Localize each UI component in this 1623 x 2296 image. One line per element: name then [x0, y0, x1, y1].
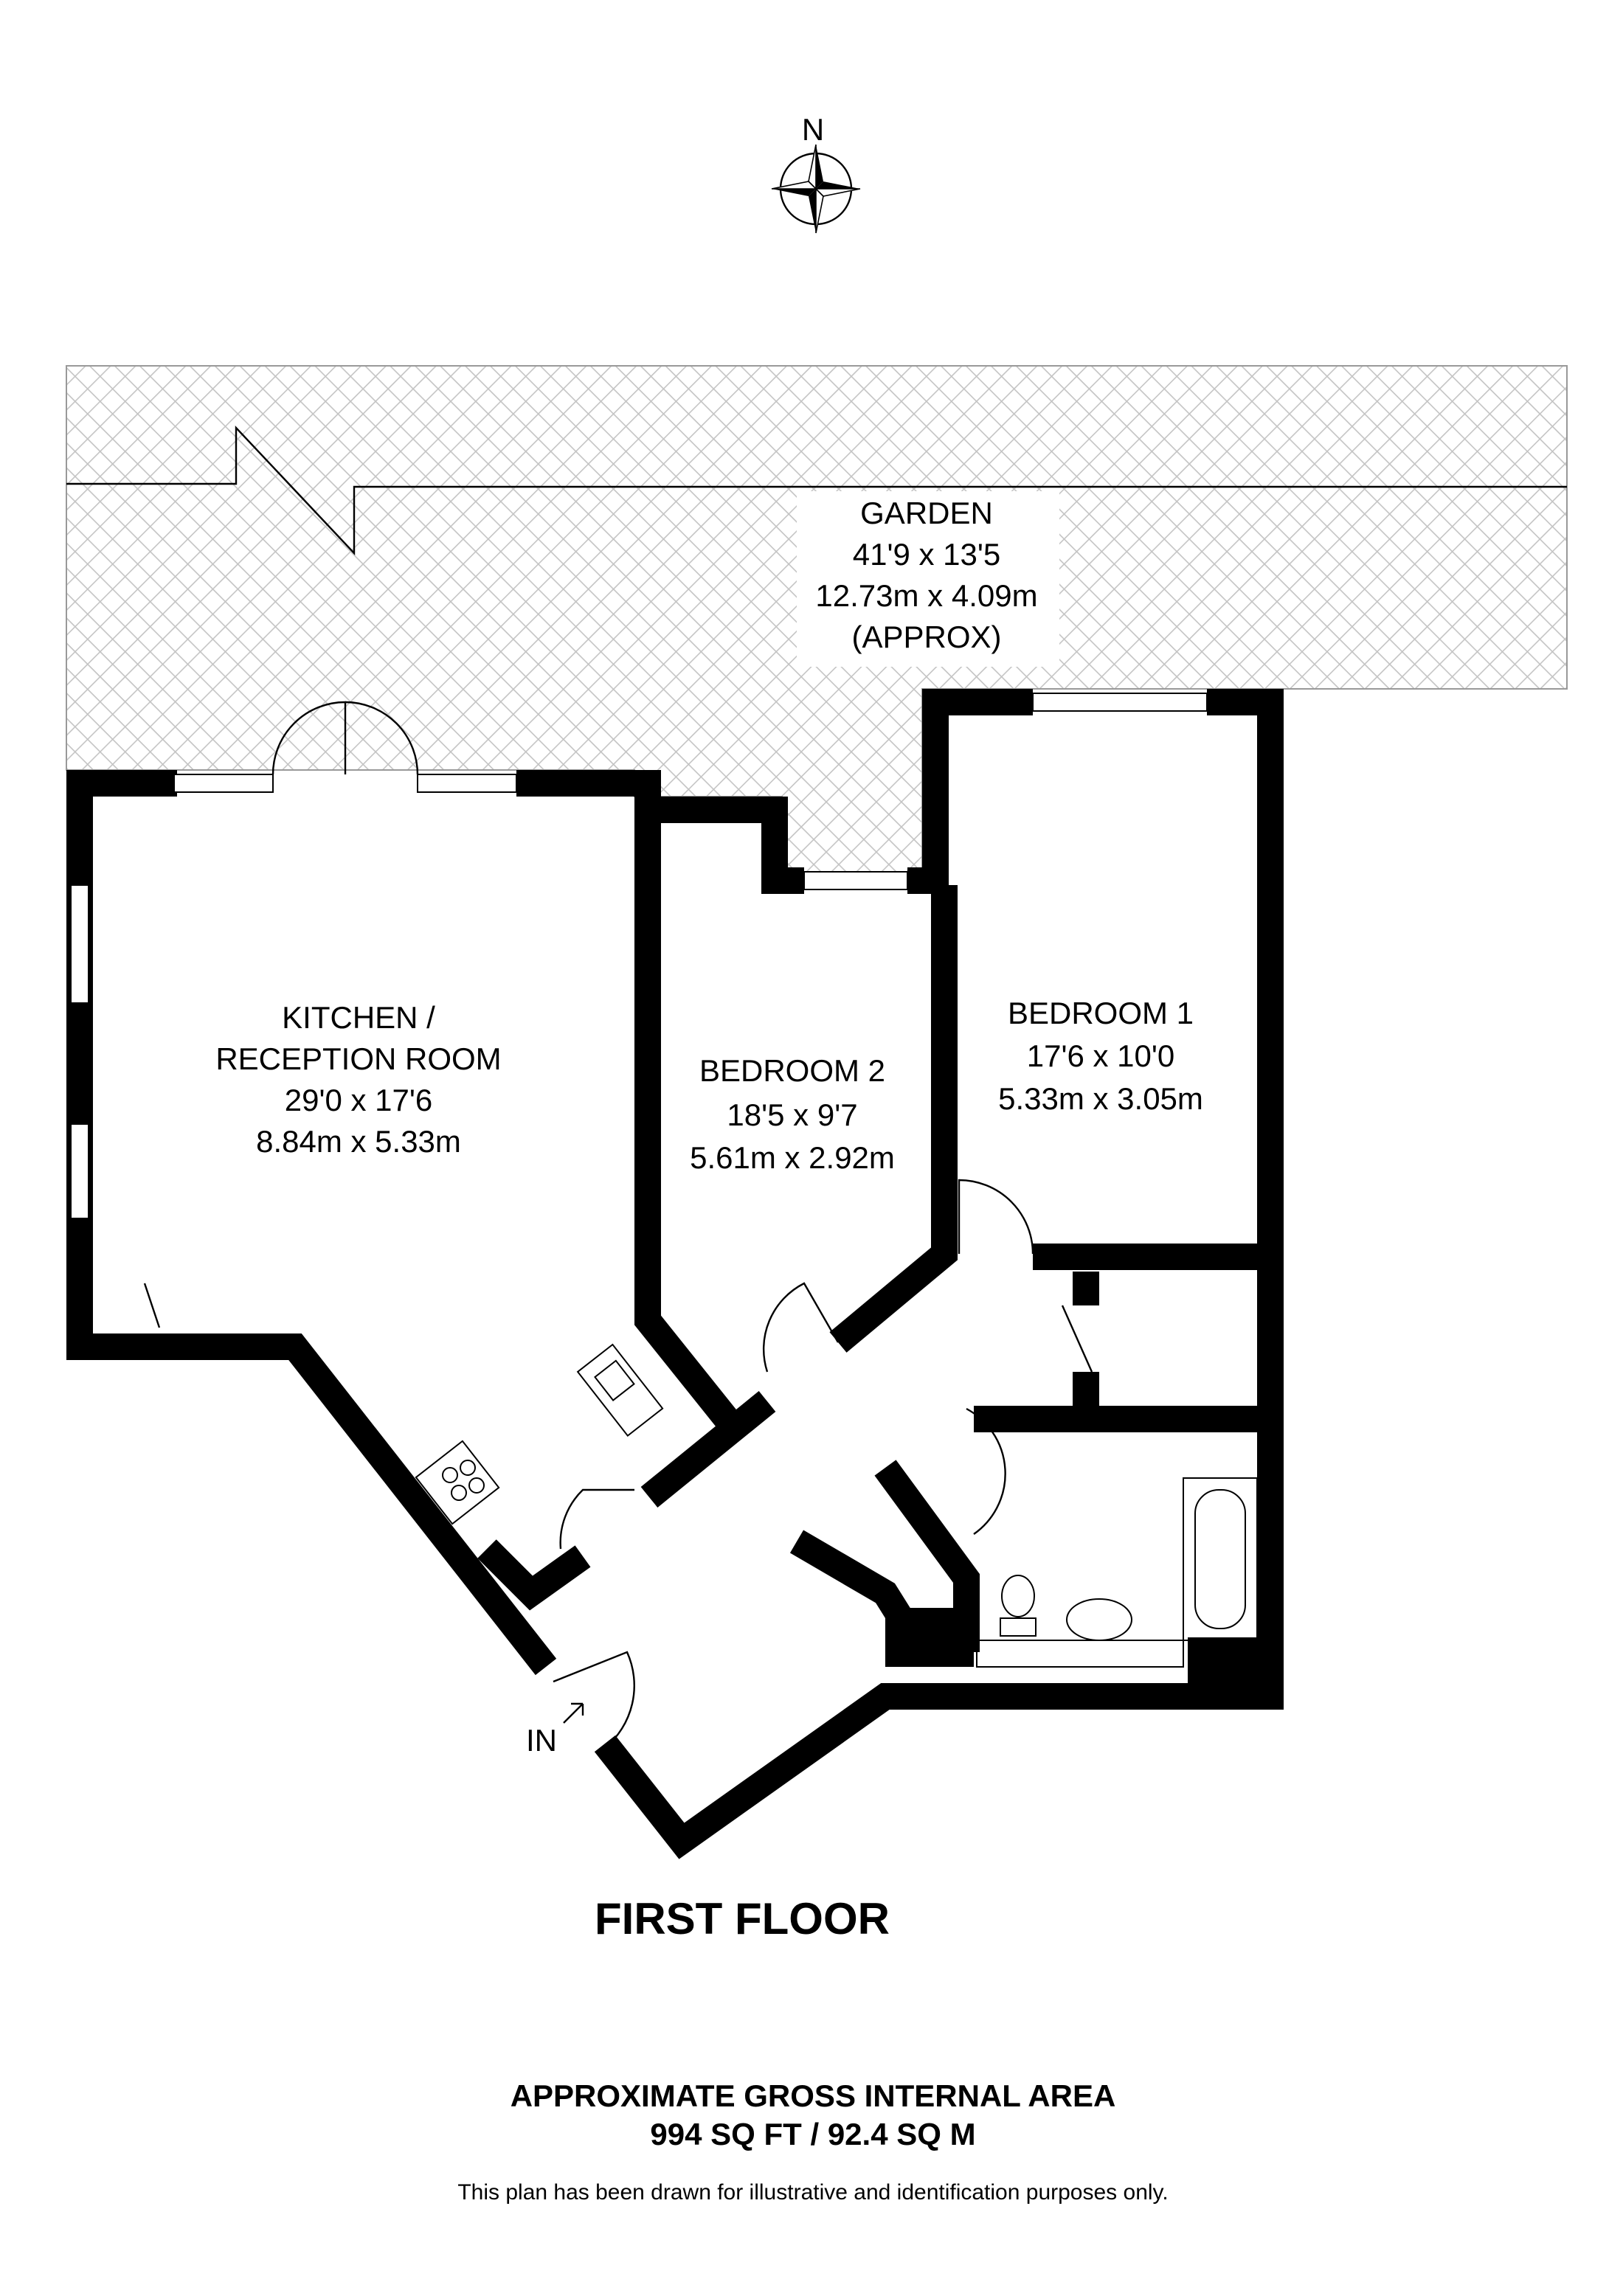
washbasin-icon [976, 1598, 1184, 1668]
kitchen-name-line2: RECEPTION ROOM [215, 1041, 501, 1076]
walls [66, 689, 1284, 1859]
garden-name: GARDEN [860, 496, 993, 530]
kitchen-sink-icon [576, 1343, 664, 1437]
kitchen-name-line1: KITCHEN / [282, 1000, 435, 1035]
bedroom2-name: BEDROOM 2 [699, 1053, 885, 1088]
bedroom1-name: BEDROOM 1 [1008, 996, 1194, 1030]
floor-title: FIRST FLOOR [595, 1894, 890, 1943]
garden-metric: 12.73m x 4.09m [815, 578, 1037, 613]
kitchen-imperial: 29'0 x 17'6 [285, 1083, 433, 1117]
doors [143, 701, 1093, 1749]
garden-area [66, 365, 1568, 886]
garden-imperial: 41'9 x 13'5 [853, 537, 1001, 572]
disclaimer: This plan has been drawn for illustrativ… [457, 2180, 1168, 2205]
area-heading: APPROXIMATE GROSS INTERNAL AREA [511, 2078, 1116, 2113]
bathtub-icon [1183, 1477, 1258, 1641]
bedroom1-imperial: 17'6 x 10'0 [1027, 1038, 1175, 1073]
windows [70, 693, 1208, 1219]
bedroom1-metric: 5.33m x 3.05m [998, 1081, 1203, 1116]
bedroom2-metric: 5.61m x 2.92m [690, 1140, 895, 1175]
kitchen-metric: 8.84m x 5.33m [256, 1124, 461, 1159]
north-label: N [802, 112, 824, 147]
kitchen-hob-icon [415, 1440, 500, 1525]
area-value: 994 SQ FT / 92.4 SQ M [650, 2117, 975, 2151]
bedroom2-imperial: 18'5 x 9'7 [727, 1097, 857, 1132]
toilet-icon [1000, 1575, 1037, 1637]
entrance-label: IN [526, 1723, 557, 1758]
compass-rose-icon [771, 144, 861, 234]
garden-note: (APPROX) [851, 620, 1001, 654]
entrance-arrow-icon [563, 1702, 584, 1724]
